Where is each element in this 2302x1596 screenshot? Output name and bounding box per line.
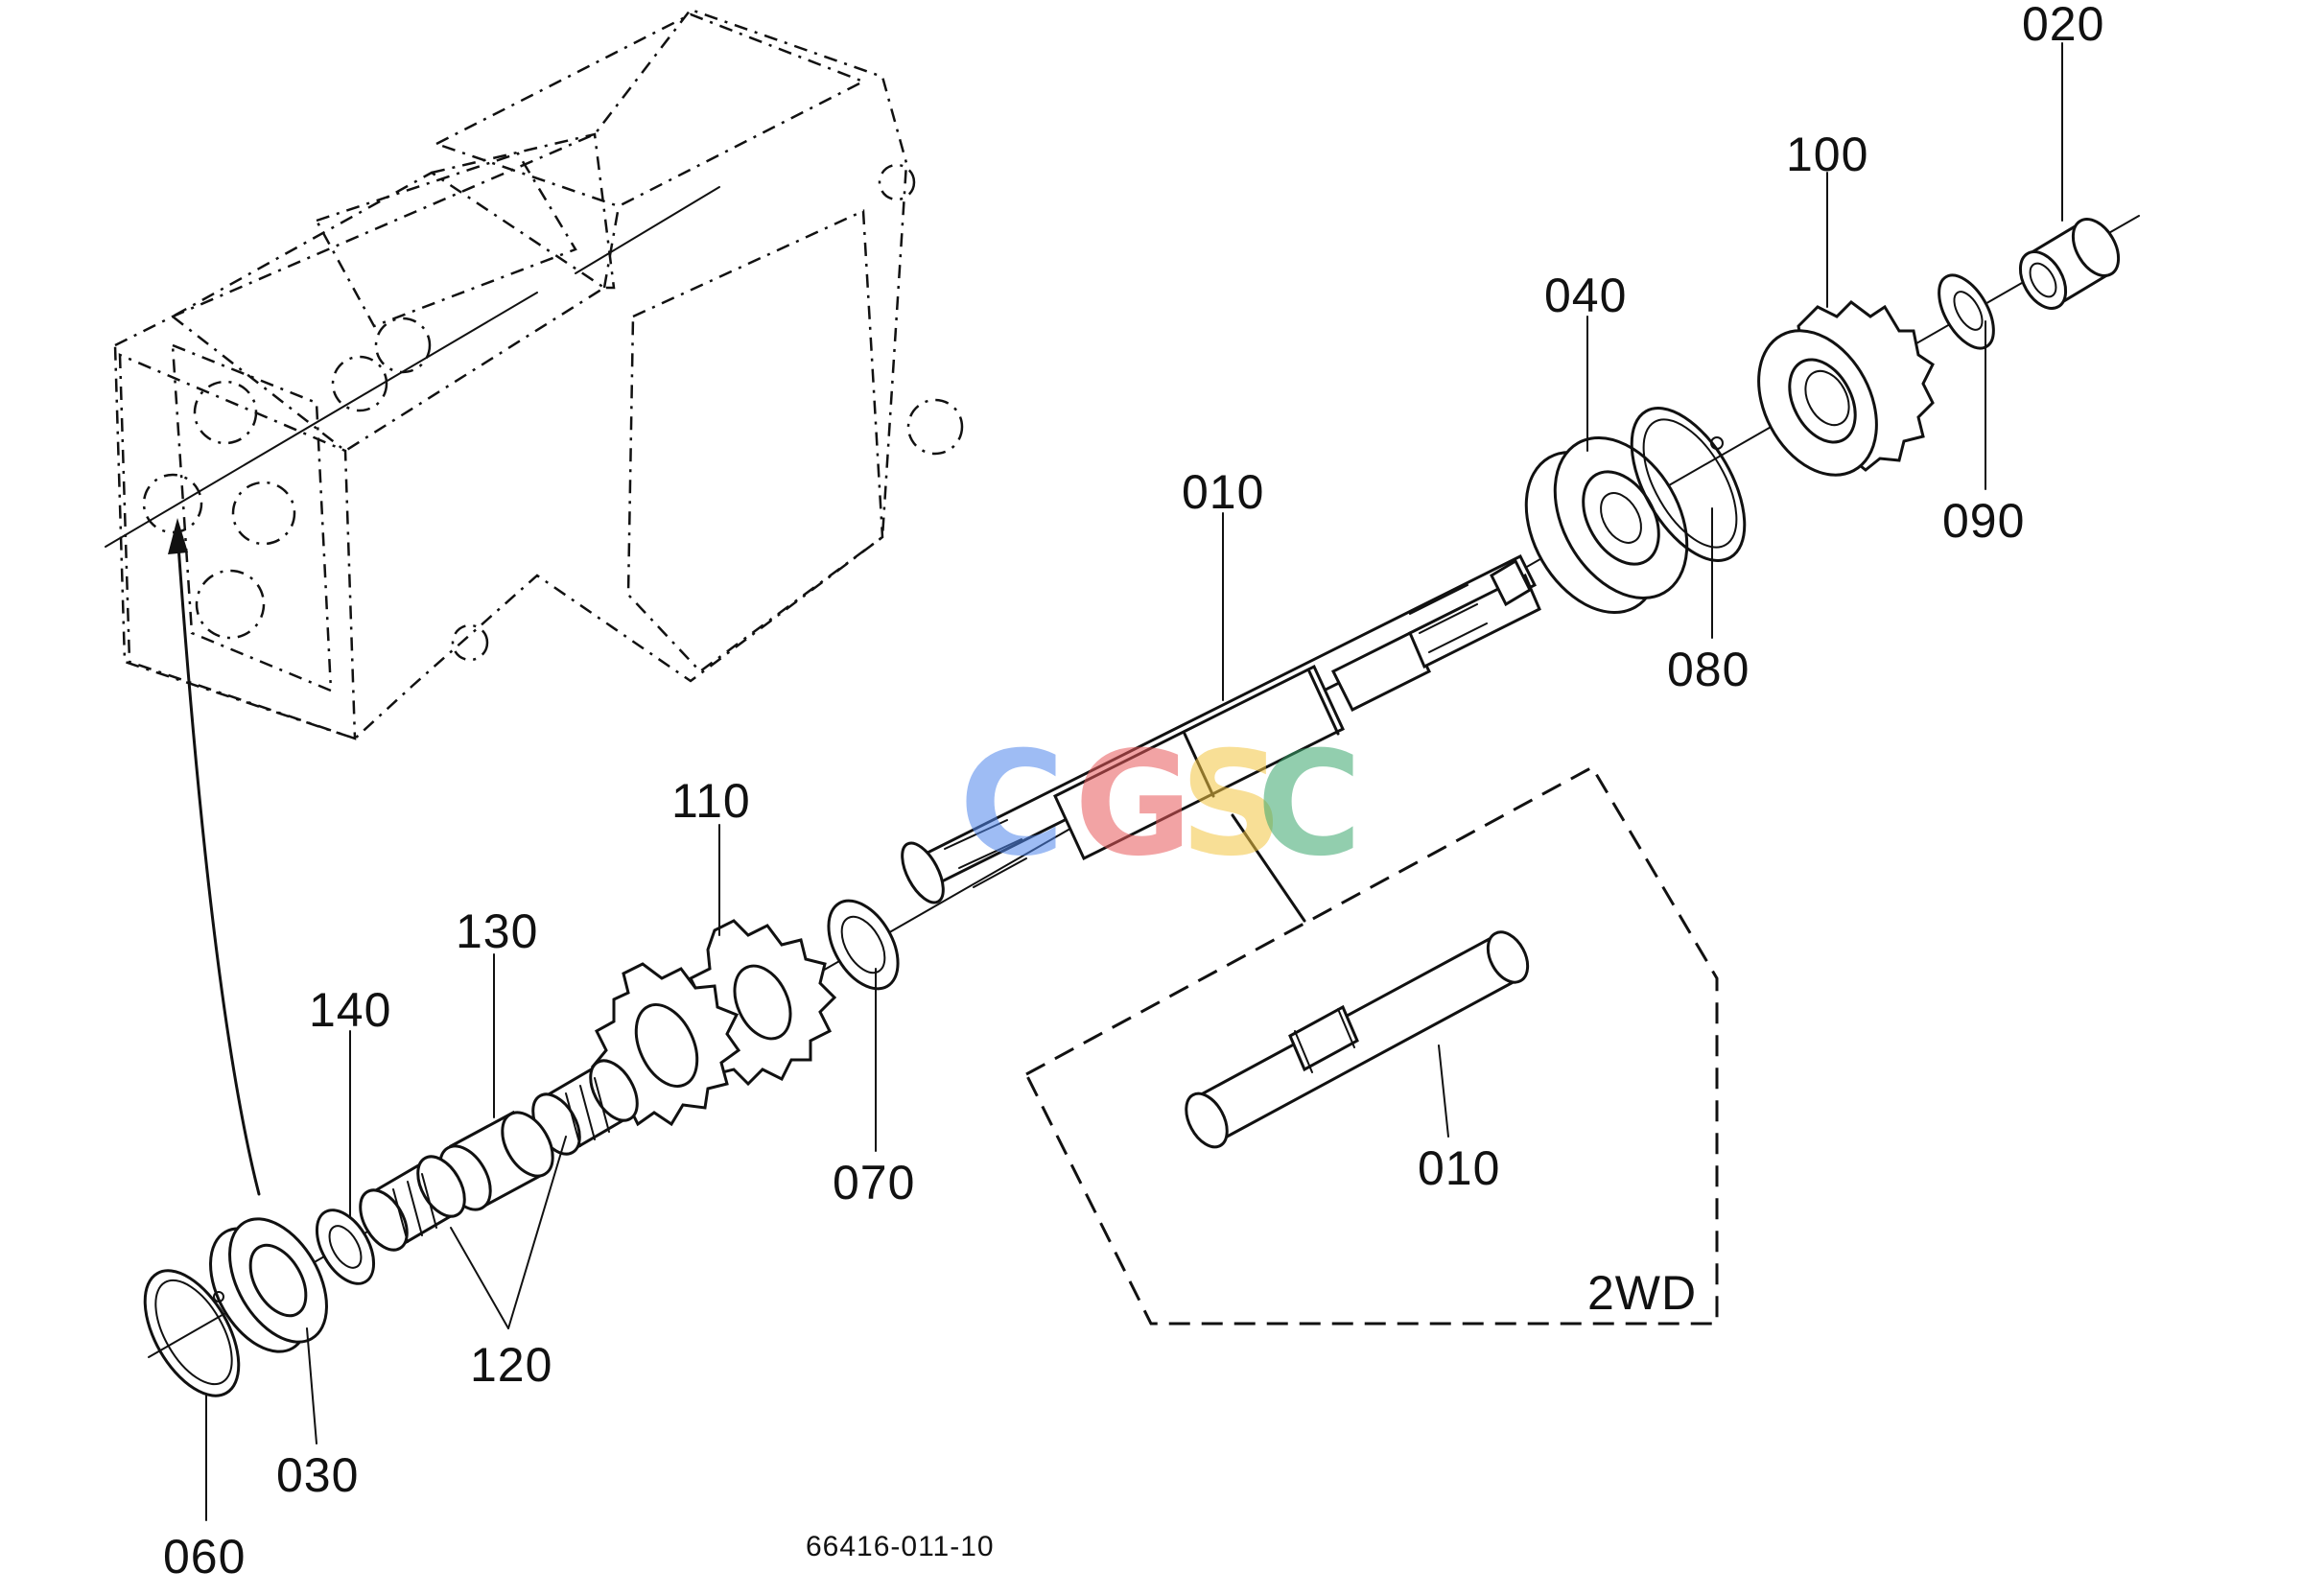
variant-2wd-box — [1024, 764, 1719, 1326]
callout-010-2wd: 010 — [1418, 1141, 1500, 1195]
drawing-code: 66416-011-10 — [806, 1531, 995, 1562]
callout-060: 060 — [163, 1530, 246, 1584]
snap-ring-080 — [1630, 407, 1747, 562]
callout-090: 090 — [1942, 494, 2025, 548]
needle-bearing-120b — [359, 1155, 466, 1252]
snap-ring-060 — [143, 1269, 241, 1397]
washer-070 — [827, 899, 900, 991]
bushing-130 — [438, 1110, 554, 1211]
callout-040: 040 — [1544, 269, 1627, 322]
watermark-letter-2: G — [1074, 721, 1192, 888]
variant-label: 2WD — [1587, 1266, 1697, 1320]
callout-100: 100 — [1786, 128, 1868, 181]
washer-140 — [315, 1209, 376, 1285]
watermark-letter-3: S — [1180, 721, 1283, 888]
callout-080: 080 — [1667, 643, 1750, 696]
watermark-letter-1: C — [959, 721, 1065, 888]
assembly-arrow — [168, 518, 261, 1196]
callout-120: 120 — [470, 1338, 552, 1392]
callout-110: 110 — [671, 774, 751, 828]
callout-010-main: 010 — [1182, 465, 1264, 519]
bearing-030 — [209, 1217, 328, 1353]
watermark: C G S C — [959, 721, 1362, 888]
bearing-040 — [1524, 435, 1689, 615]
callout-020: 020 — [2022, 0, 2104, 51]
callout-070: 070 — [833, 1156, 915, 1209]
transmission-case — [105, 8, 964, 740]
gear-100 — [1757, 300, 1935, 477]
bushing-020 — [2018, 218, 2121, 310]
main-shaft — [901, 553, 1541, 904]
watermark-letter-4: C — [1257, 721, 1362, 888]
leader-lines — [205, 42, 2063, 1521]
washer-090 — [1938, 273, 1995, 350]
callout-140: 140 — [309, 983, 391, 1037]
callout-030: 030 — [276, 1448, 359, 1502]
callout-labels: 020 100 040 090 080 010 110 130 140 070 … — [163, 0, 2104, 1584]
callout-130: 130 — [456, 904, 538, 958]
